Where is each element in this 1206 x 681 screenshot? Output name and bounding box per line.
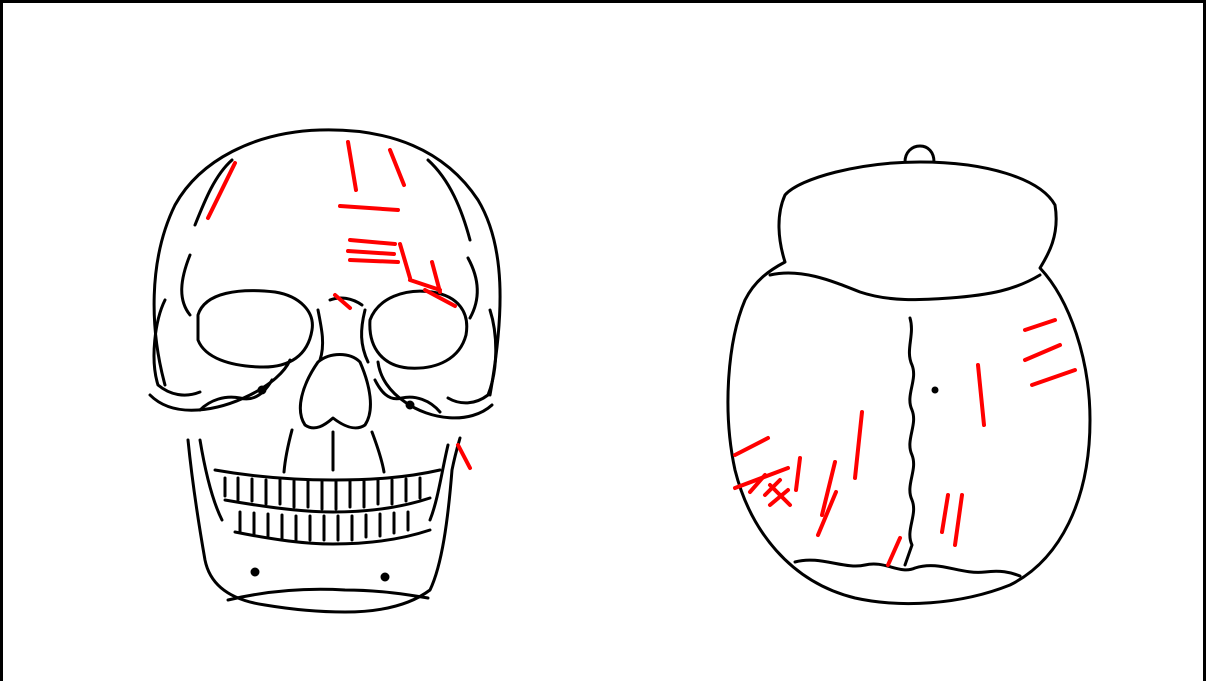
occipital-knob xyxy=(905,146,934,162)
cut-mark xyxy=(458,445,470,468)
cut-mark xyxy=(350,260,398,262)
right-canine-ridge xyxy=(372,432,384,472)
left-coronal-suture xyxy=(195,160,232,225)
left-canine-ridge xyxy=(284,430,292,472)
cut-mark xyxy=(942,495,948,532)
right-cheek xyxy=(378,362,492,418)
cut-mark xyxy=(1032,370,1075,385)
cut-mark xyxy=(390,150,404,185)
cut-mark xyxy=(735,438,768,455)
cut-mark xyxy=(1025,320,1055,330)
cut-mark xyxy=(796,458,800,490)
right-zygoma xyxy=(448,310,496,403)
cut-mark xyxy=(978,365,984,425)
right-infraorbital-foramen xyxy=(407,402,413,408)
cut-mark xyxy=(348,251,394,254)
cut-mark xyxy=(350,240,395,244)
cut-mark xyxy=(888,538,900,565)
cut-mark xyxy=(400,244,410,278)
right-ramus xyxy=(430,445,448,520)
anterior-cut-marks xyxy=(208,142,470,468)
right-mental-foramen xyxy=(382,574,388,580)
nasal-aperture xyxy=(300,355,370,428)
anterior-skull xyxy=(150,130,500,612)
cut-mark xyxy=(348,142,356,190)
sagittal-suture xyxy=(905,318,914,565)
left-infraorbital-foramen xyxy=(259,387,265,393)
left-temporal-line xyxy=(182,255,190,315)
left-orbit xyxy=(198,291,312,367)
coronal-suture xyxy=(770,273,1040,300)
left-maxilla-suture xyxy=(200,380,272,410)
left-zygoma xyxy=(154,300,200,395)
lambdoid-suture xyxy=(795,560,1020,576)
cut-mark xyxy=(1025,345,1060,360)
cut-mark xyxy=(955,495,962,545)
left-mental-foramen xyxy=(252,569,258,575)
right-coronal-suture xyxy=(428,160,470,240)
superior-skull xyxy=(728,146,1090,604)
nasal-left xyxy=(318,310,323,360)
cut-mark xyxy=(340,206,398,210)
right-temporal-line xyxy=(468,258,477,318)
lower-teeth xyxy=(240,512,408,540)
cut-mark xyxy=(855,412,862,478)
superior-cut-marks xyxy=(735,320,1075,565)
parietal-foramen xyxy=(933,388,937,392)
chin-line xyxy=(228,589,428,600)
occlusal-line xyxy=(225,498,430,512)
lower-dental-arch xyxy=(235,530,430,544)
left-ramus xyxy=(200,440,222,520)
nasal-right xyxy=(362,310,368,362)
